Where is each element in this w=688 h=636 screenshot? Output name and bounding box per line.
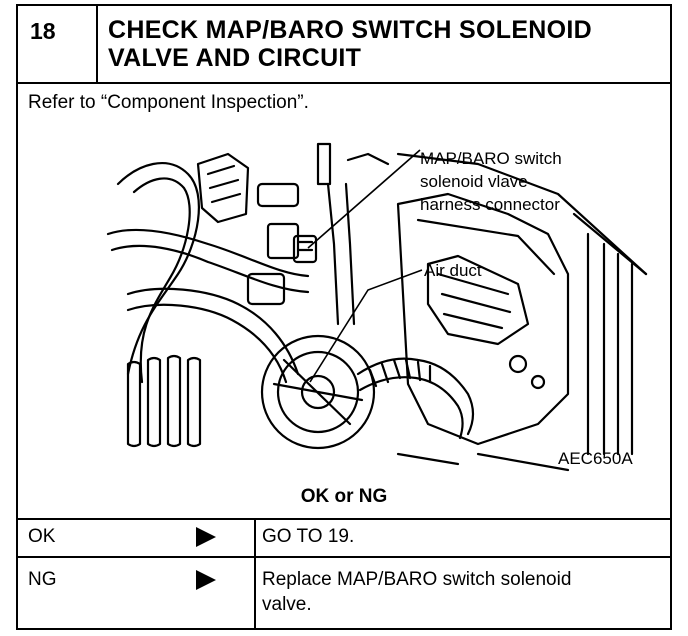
- right-triangle-icon: [196, 527, 216, 547]
- procedure-frame: 18 CHECK MAP/BARO SWITCH SOLENOID VALVE …: [16, 4, 672, 630]
- step-title-line-2: VALVE AND CIRCUIT: [108, 44, 362, 72]
- step-number: 18: [18, 6, 98, 82]
- result-label: OK: [28, 526, 56, 547]
- step-header: 18 CHECK MAP/BARO SWITCH SOLENOID VALVE …: [18, 6, 670, 84]
- action-text: GO TO 19.: [262, 526, 355, 547]
- step-title-line-1: CHECK MAP/BARO SWITCH SOLENOID: [108, 16, 592, 44]
- reference-instruction: Refer to “Component Inspection”.: [28, 92, 309, 113]
- decision-heading: OK or NG: [300, 486, 388, 507]
- action-text-line-1: Replace MAP/BARO switch solenoid: [262, 569, 572, 590]
- label-connector-line-3: harness connector: [420, 195, 560, 214]
- figure-code: AEC650A: [558, 449, 633, 468]
- label-air-duct: Air duct: [424, 261, 482, 280]
- step-title: CHECK MAP/BARO SWITCH SOLENOID VALVE AND…: [108, 16, 664, 72]
- table-divider-middle: [18, 556, 670, 558]
- engine-bay-illustration: MAP/BARO switch solenoid vlave harness c…: [106, 142, 648, 472]
- table-divider-top: [18, 518, 670, 520]
- right-triangle-icon: [196, 570, 216, 590]
- label-connector-line-2: solenoid vlave: [420, 172, 528, 191]
- result-label: NG: [28, 569, 57, 590]
- table-column-divider: [254, 518, 256, 628]
- label-connector-line-1: MAP/BARO switch: [420, 149, 562, 168]
- action-text-line-2: valve.: [262, 594, 312, 615]
